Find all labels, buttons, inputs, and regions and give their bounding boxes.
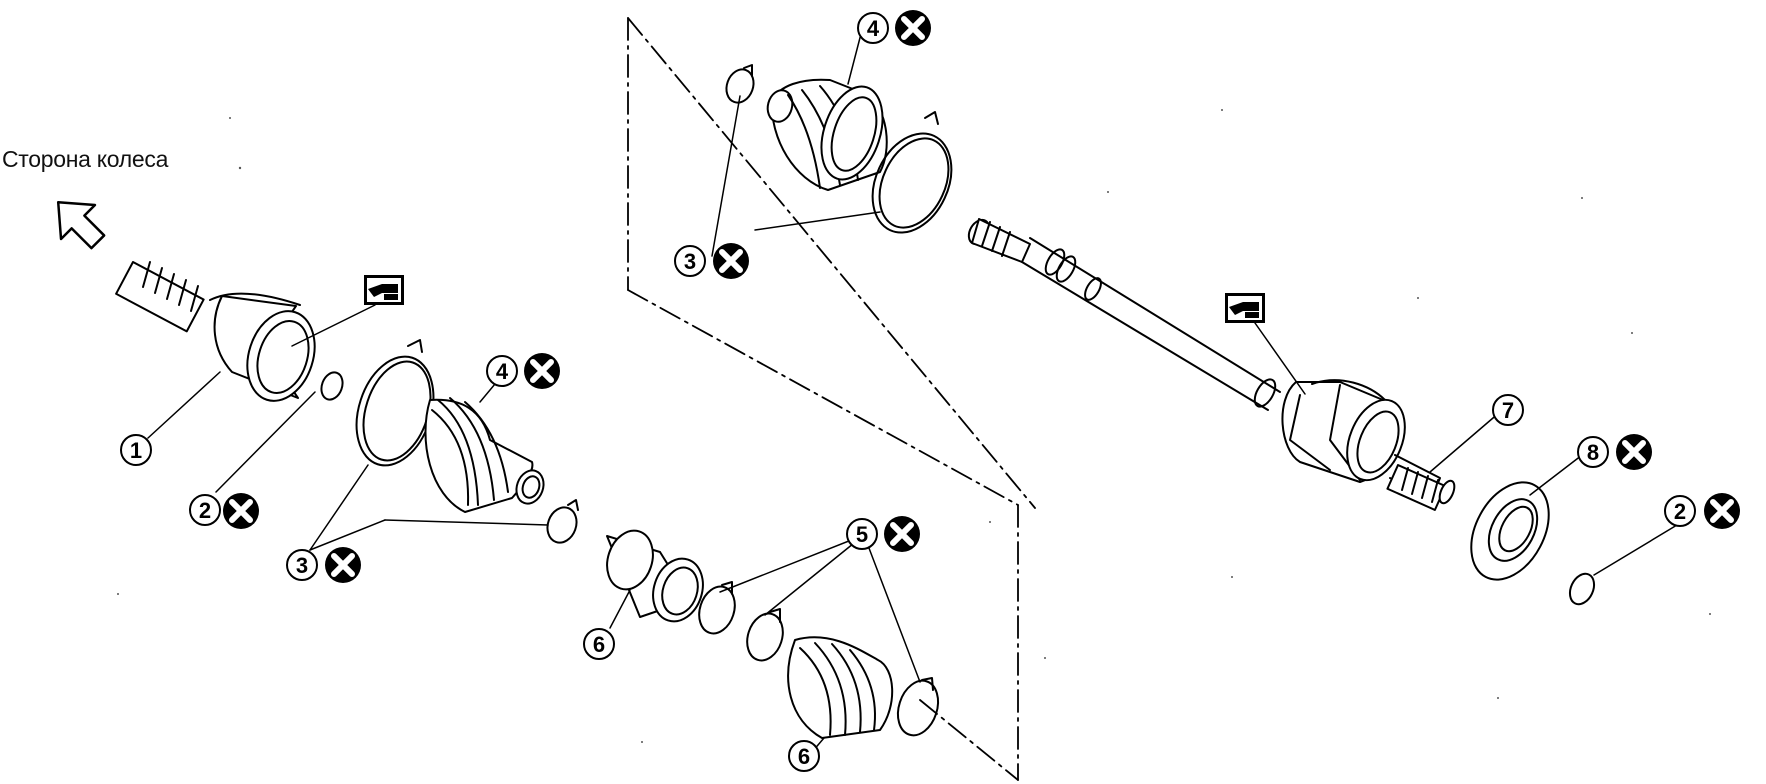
circlip-right <box>1568 572 1596 606</box>
replace-x-icon <box>713 243 749 279</box>
callout-3: 3 <box>674 245 706 277</box>
callout-number: 2 <box>199 498 211 523</box>
boot-band-large-top <box>871 111 953 234</box>
replace-x-icon <box>1616 434 1652 470</box>
grease-leader-left <box>291 304 376 347</box>
replace-x-icon <box>895 10 931 46</box>
callout-number: 2 <box>1674 499 1686 524</box>
replace-x-icon <box>223 493 259 529</box>
grease-icon <box>364 275 404 305</box>
inner-boot-top <box>766 78 888 191</box>
callout-5: 5 <box>846 518 878 550</box>
inner-cv-joint <box>1281 379 1456 511</box>
scan-specks <box>117 109 1711 743</box>
callout-6: 6 <box>583 628 615 660</box>
dynamic-damper <box>606 529 704 623</box>
callout-number: 5 <box>856 522 868 547</box>
callout-7: 7 <box>1492 394 1524 426</box>
boot-band-center-1 <box>698 581 736 635</box>
callout-2: 2 <box>1664 495 1696 527</box>
callout-3: 3 <box>286 549 318 581</box>
callout-number: 8 <box>1587 440 1599 465</box>
boot-band-small-top <box>725 64 755 104</box>
boot-band-center-2 <box>746 608 784 662</box>
boot-band-small-left <box>546 499 579 544</box>
circlip-left <box>320 371 344 401</box>
drive-shaft <box>967 218 1281 411</box>
leader-lines <box>147 29 1683 753</box>
outer-boot <box>424 397 545 513</box>
callout-number: 4 <box>496 359 509 384</box>
callout-2: 2 <box>189 494 221 526</box>
callout-number: 3 <box>684 249 696 274</box>
grease-icon <box>1225 293 1265 323</box>
callout-4: 4 <box>857 12 889 44</box>
replace-x-icon <box>325 547 361 583</box>
replace-x-icon <box>524 353 560 389</box>
grease-leader-right <box>1254 322 1306 395</box>
callout-8: 8 <box>1577 436 1609 468</box>
callout-1: 1 <box>120 434 152 466</box>
inner-boot-lower <box>787 636 894 739</box>
callout-number: 3 <box>296 553 308 578</box>
replace-x-icon <box>1704 493 1740 529</box>
direction-arrow-icon <box>56 200 106 250</box>
callout-number: 1 <box>130 438 142 463</box>
replace-x-icon <box>884 516 920 552</box>
callout-number: 6 <box>798 744 810 769</box>
callout-number: 6 <box>593 632 605 657</box>
callout-number: 4 <box>867 16 880 41</box>
callout-6: 6 <box>788 740 820 772</box>
callout-number: 7 <box>1502 398 1514 423</box>
callout-4: 4 <box>486 355 518 387</box>
wheel-side-label: Сторона колеса <box>2 146 169 172</box>
outer-cv-joint <box>115 261 316 402</box>
seal-washer <box>1470 481 1550 581</box>
boot-band-center-3 <box>896 677 940 737</box>
